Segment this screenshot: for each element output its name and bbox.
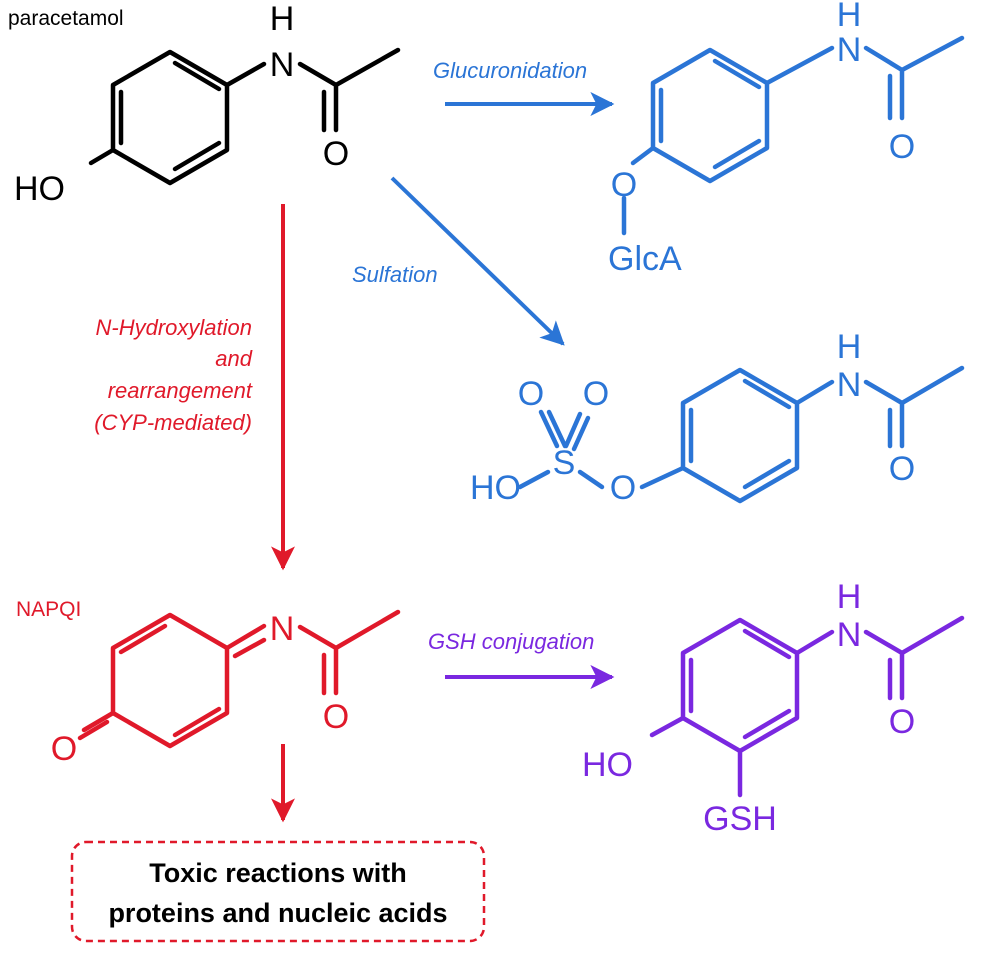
toxic-reactions-border xyxy=(70,840,486,943)
napqi-n-atom: N xyxy=(270,610,295,648)
gsh-conjugate-o-atom: O xyxy=(889,703,915,741)
napqi-label: NAPQI xyxy=(16,598,81,621)
paracetamol-ring-inner-bonds xyxy=(118,60,222,172)
glucuronide-glca-group: GlcA xyxy=(608,240,682,278)
napqi-ring-inner-bonds xyxy=(118,623,222,738)
paracetamol-n-atom: N xyxy=(270,46,295,84)
sulfation-arrow xyxy=(390,176,565,346)
paracetamol-label: paracetamol xyxy=(8,7,124,30)
toxic-reactions-line-2: proteins and nucleic acids xyxy=(108,898,447,928)
sulfate-ring xyxy=(680,367,800,504)
hydroxylation-label-line-2: and xyxy=(215,346,252,371)
paracetamol-molecule: paracetamol H N O HO xyxy=(8,0,401,208)
sulfate-ring-inner-bonds xyxy=(688,378,792,490)
sulfate-o-atom: O xyxy=(889,450,915,488)
sulfate-n-atom: N xyxy=(837,366,862,404)
napqi-o-atom: O xyxy=(323,698,349,736)
gsh-conjugate-gsh-group: GSH xyxy=(703,800,777,838)
gsh-conjugate-ring-inner-bonds xyxy=(688,628,792,740)
gsh-conjugation-reaction: GSH conjugation xyxy=(428,629,615,689)
paracetamol-ring xyxy=(110,49,230,186)
sulfate-h-atom: H xyxy=(837,328,862,366)
glucuronide-h-atom: H xyxy=(837,0,862,34)
glucuronide-ring-inner-bonds xyxy=(658,58,762,170)
sulfate-chain xyxy=(517,365,965,490)
sulfation-label: Sulfation xyxy=(352,262,438,287)
gsh-conjugation-label: GSH conjugation xyxy=(428,629,594,654)
sulfate-o-left-atom: O xyxy=(518,375,544,413)
napqi-ring xyxy=(110,612,230,749)
gsh-conjugate-h-atom: H xyxy=(837,578,862,616)
glucuronide-ether-o-atom: O xyxy=(611,166,637,204)
napqi-molecule: NAPQI N O O xyxy=(16,598,401,768)
sulfate-o-right-atom: O xyxy=(583,375,609,413)
glucuronidation-label: Glucuronidation xyxy=(433,58,587,83)
sulfate-ether-o-atom: O xyxy=(610,469,636,507)
sulfate-ho-group: HO xyxy=(470,469,521,507)
hydroxylation-label-line-3: rearrangement xyxy=(108,378,253,403)
gsh-conjugate-n-atom: N xyxy=(837,616,862,654)
sulfate-molecule: H N O O S O O HO xyxy=(470,328,965,507)
glucuronide-chain xyxy=(621,35,965,236)
gsh-conjugate-molecule: H N O HO GSH xyxy=(582,578,965,838)
paracetamol-o-atom: O xyxy=(323,135,349,173)
gsh-conjugate-ring xyxy=(680,617,800,754)
napqi-keto-o-atom: O xyxy=(51,730,77,768)
toxic-reactions-box: Toxic reactions with proteins and nuclei… xyxy=(70,840,486,943)
paracetamol-h-atom: H xyxy=(270,0,295,38)
glucuronide-ring xyxy=(650,47,770,184)
glucuronide-o-atom: O xyxy=(889,128,915,166)
sulfate-s-oxygen-bonds xyxy=(538,409,591,452)
paracetamol-chain xyxy=(88,47,401,166)
glucuronidation-reaction: Glucuronidation xyxy=(433,58,615,116)
paracetamol-ho-group: HO xyxy=(14,170,65,208)
hydroxylation-label-line-4: (CYP-mediated) xyxy=(94,410,252,435)
hydroxylation-reaction: N-Hydroxylation and rearrangement (CYP-m… xyxy=(94,204,295,571)
sulfate-s-atom: S xyxy=(553,444,576,482)
glucuronide-molecule: H N O O GlcA xyxy=(608,0,965,278)
napqi-chain xyxy=(77,609,401,741)
sulfation-reaction: Sulfation xyxy=(352,176,565,346)
glucuronide-n-atom: N xyxy=(837,31,862,69)
gsh-conjugate-chain xyxy=(649,615,965,798)
toxic-reactions-line-1: Toxic reactions with xyxy=(149,858,407,888)
hydroxylation-label-line-1: N-Hydroxylation xyxy=(96,315,253,340)
gsh-conjugate-ho-group: HO xyxy=(582,746,633,784)
